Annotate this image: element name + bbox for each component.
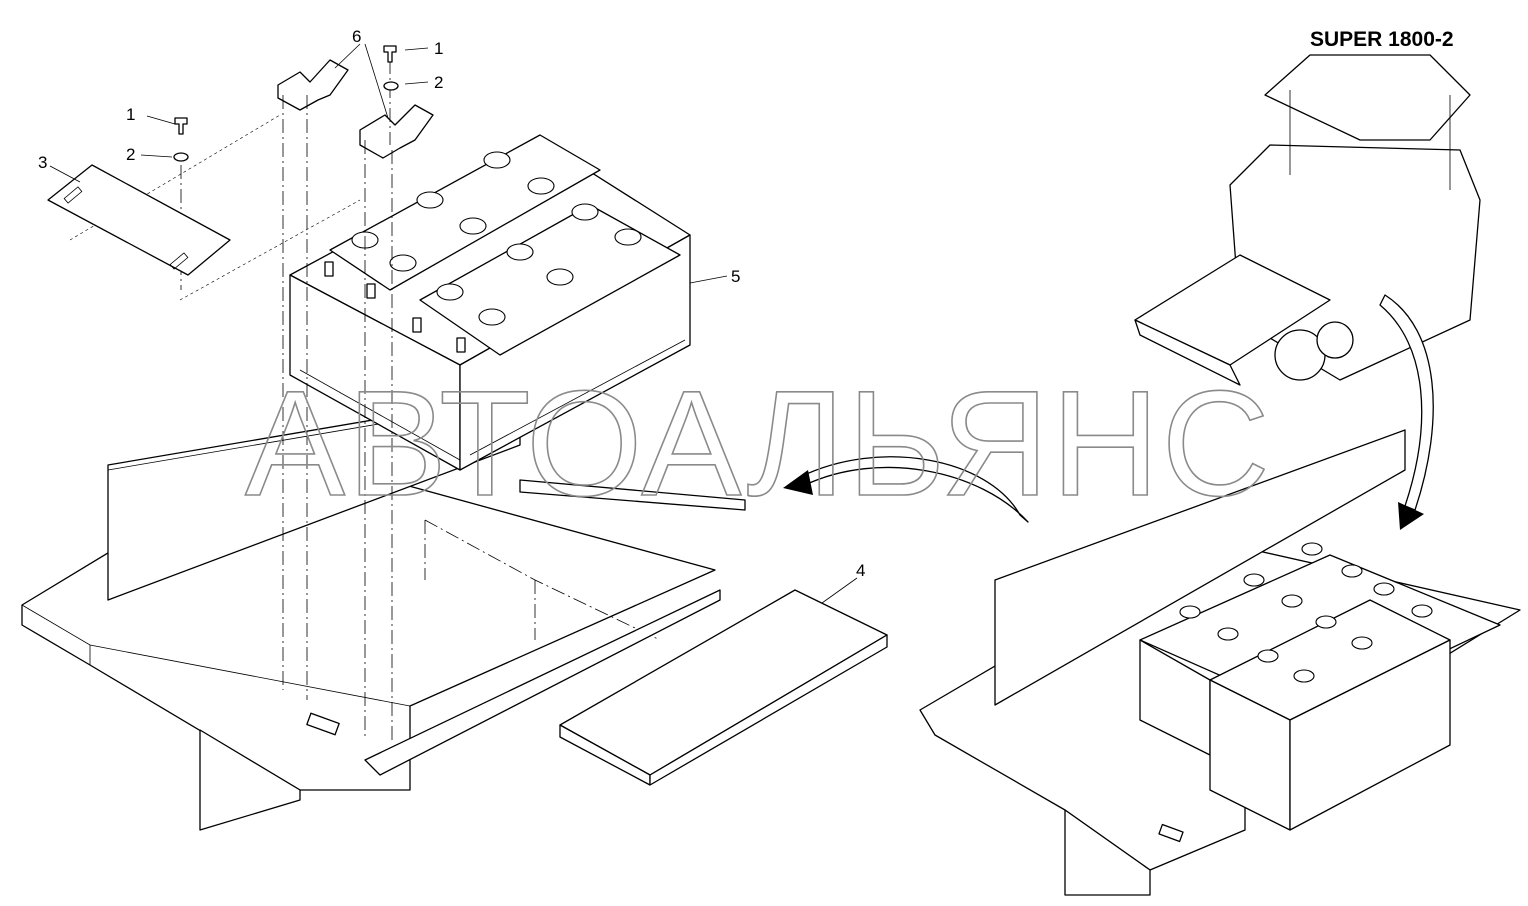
callout-bolt-left: 1 xyxy=(126,105,135,124)
battery-clamps xyxy=(277,59,434,159)
paver-machine xyxy=(1134,54,1481,386)
view-arrows xyxy=(783,294,1434,530)
watermark-text: АВТОАЛЬЯНС xyxy=(245,359,1272,527)
callout-washer-top: 2 xyxy=(434,73,443,92)
fasteners xyxy=(173,45,399,162)
callout-bolt-top: 1 xyxy=(434,39,443,58)
model-title: SUPER 1800-2 xyxy=(1310,28,1454,51)
battery-tray-installed xyxy=(919,429,1521,896)
callout-battery: 5 xyxy=(731,267,740,286)
callout-cover-plate: 3 xyxy=(38,153,47,172)
battery-unit xyxy=(289,134,691,471)
callout-washer-left: 2 xyxy=(126,145,135,164)
callout-labels: 1 2 6 1 2 3 5 4 xyxy=(38,27,865,580)
callout-leaders xyxy=(49,43,858,604)
callout-mat: 4 xyxy=(856,561,865,580)
cover-plate-part xyxy=(47,164,231,276)
battery-tray-exploded xyxy=(21,394,746,831)
rubber-mat-part xyxy=(559,589,888,786)
callout-clamp: 6 xyxy=(352,27,361,46)
